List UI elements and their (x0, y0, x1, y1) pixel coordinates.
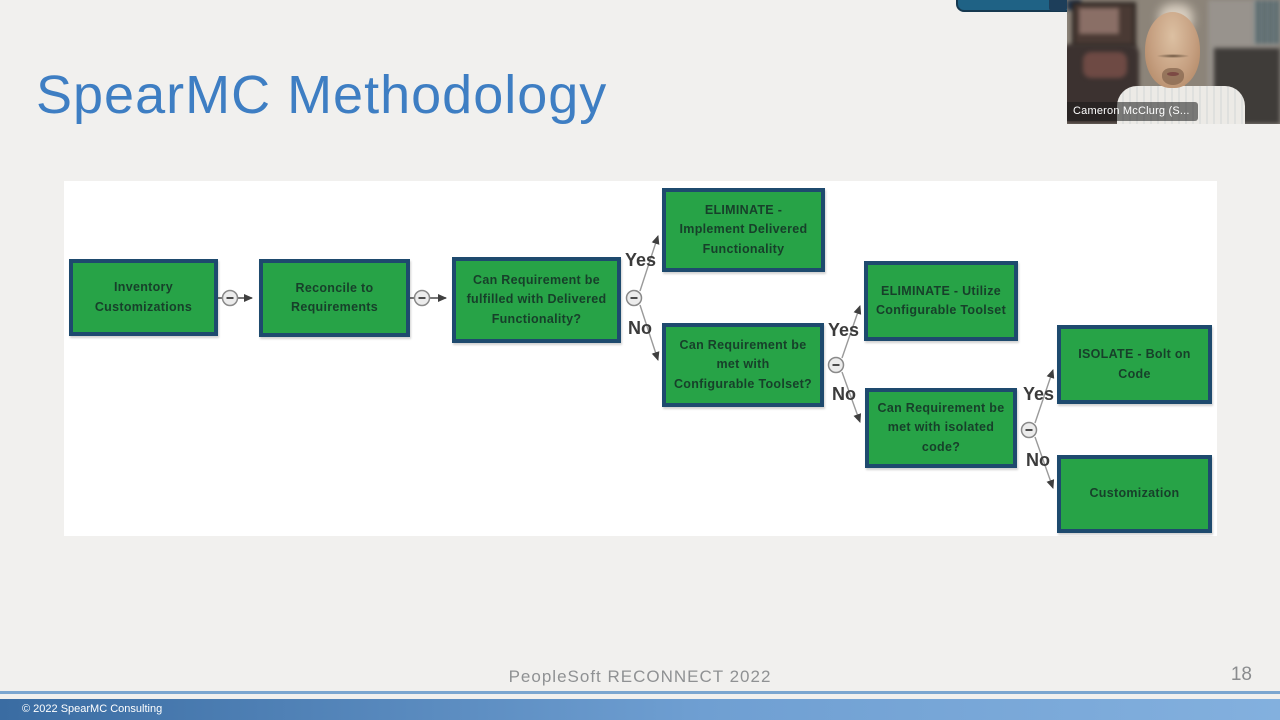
branch-label-yes-3: Yes (1023, 384, 1055, 404)
flowchart-node-inventory-customizations: Inventory Customizations (69, 259, 218, 336)
flowchart-node-eliminate-utilize-toolset: ELIMINATE - Utilize Configurable Toolset (864, 261, 1018, 341)
node-label: Reconcile to Requirements (291, 280, 378, 314)
slide-page-number: 18 (1230, 664, 1252, 685)
flowchart-node-customization: Customization (1057, 455, 1212, 533)
footer-accent-line (0, 691, 1280, 694)
node-label: Can Requirement be met with Configurable… (673, 337, 812, 391)
speaker-eyes (1157, 54, 1189, 58)
copyright-text: © 2022 SpearMC Consulting (22, 703, 163, 715)
picture-frame (1072, 2, 1136, 48)
speaker-goatee (1162, 68, 1184, 85)
slide-footer: PeopleSoft RECONNECT 2022 (508, 667, 772, 686)
branch-label-yes-1: Yes (625, 250, 657, 270)
node-label: ISOLATE - Bolt on Code (1078, 347, 1191, 381)
branch-label-no-3: No (1026, 450, 1050, 470)
footer-bar: © 2022 SpearMC Consulting (0, 699, 1280, 720)
node-label: ELIMINATE - Implement Delivered Function… (679, 202, 808, 256)
flowchart-node-question-isolated-code: Can Requirement be met with isolated cod… (865, 388, 1017, 468)
node-label: Can Requirement be fulfilled with Delive… (466, 272, 607, 326)
flowchart-canvas (64, 181, 1217, 536)
window-blinds (1254, 0, 1280, 44)
webcam-video-tile[interactable]: Cameron McClurg (S... (1067, 0, 1280, 124)
node-label: Customization (1089, 486, 1180, 501)
node-label: ELIMINATE - Utilize Configurable Toolset (875, 283, 1007, 317)
screenshare-tab-pill-end (1049, 0, 1067, 11)
branch-label-no-2: No (832, 384, 856, 404)
node-label: Can Requirement be met with isolated cod… (877, 400, 1005, 454)
speaker-mouth (1167, 72, 1179, 76)
branch-label-no-1: No (628, 318, 652, 338)
flowchart-node-question-delivered-functionality: Can Requirement be fulfilled with Delive… (452, 257, 621, 343)
flowchart-node-reconcile-to-requirements: Reconcile to Requirements (259, 259, 410, 337)
branch-label-yes-2: Yes (828, 320, 860, 340)
picture-frame-photo (1079, 8, 1119, 34)
flowchart-node-question-configurable-toolset: Can Requirement be met with Configurable… (662, 323, 824, 407)
flowchart-node-isolate-bolt-on-code: ISOLATE - Bolt on Code (1057, 325, 1212, 404)
webcam-chair (1083, 52, 1127, 78)
page-title: SpearMC Methodology (36, 65, 608, 125)
participant-name-label: Cameron McClurg (S... (1067, 102, 1198, 121)
flowchart-node-eliminate-implement-delivered: ELIMINATE - Implement Delivered Function… (662, 188, 825, 272)
node-label: Inventory Customizations (94, 280, 193, 314)
